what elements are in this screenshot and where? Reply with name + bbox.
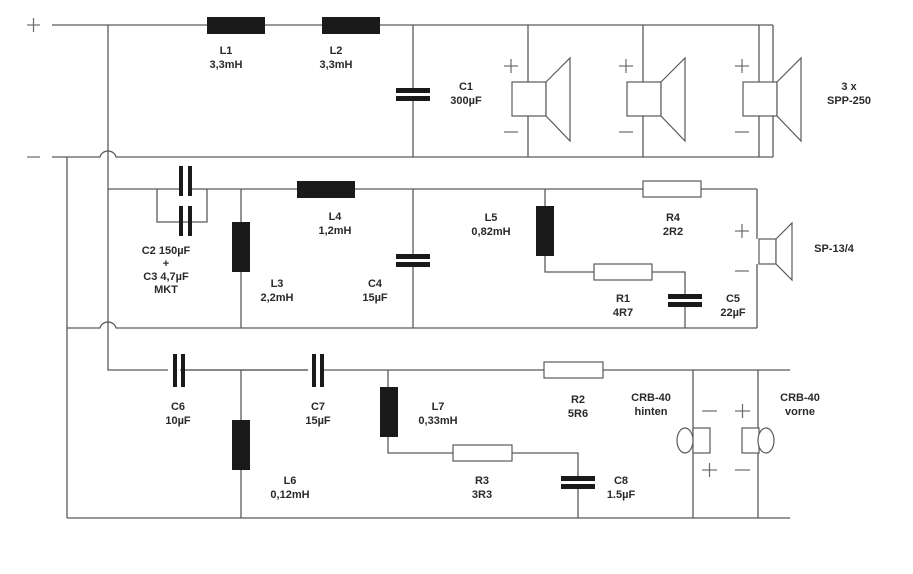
- svg-text:L3: L3: [271, 278, 284, 290]
- plus-icon: [504, 59, 518, 73]
- capacitor-C8: [512, 452, 595, 518]
- label-L6: L6 0,12mH: [270, 475, 309, 501]
- positive-terminal: [27, 18, 40, 32]
- svg-text:C5: C5: [726, 293, 740, 305]
- svg-text:L2: L2: [330, 45, 343, 57]
- svg-text:+: +: [163, 258, 169, 270]
- label-L1: L1 3,3mH: [209, 45, 242, 71]
- resistor-R4: [642, 180, 702, 198]
- label-C8: C8 1.5µF: [607, 475, 636, 501]
- svg-text:4R7: 4R7: [613, 307, 633, 319]
- resistor-R1: [593, 263, 653, 281]
- resistor-R3: [452, 444, 513, 462]
- svg-text:C6: C6: [171, 401, 185, 413]
- svg-text:R1: R1: [616, 293, 630, 305]
- svg-text:3,3mH: 3,3mH: [319, 59, 352, 71]
- label-R2: R2 5R6: [568, 394, 588, 420]
- svg-text:C7: C7: [311, 401, 325, 413]
- label-R1: R1 4R7: [613, 293, 633, 319]
- inductor-L4: [297, 181, 355, 198]
- svg-text:C2 150µF: C2 150µF: [142, 245, 191, 257]
- svg-text:L6: L6: [284, 475, 297, 487]
- svg-text:15µF: 15µF: [362, 292, 388, 304]
- svg-text:5R6: 5R6: [568, 408, 588, 420]
- svg-text:C4: C4: [368, 278, 383, 290]
- label-C1: C1 300µF: [450, 81, 482, 107]
- svg-text:L7: L7: [432, 401, 445, 413]
- svg-text:C8: C8: [614, 475, 628, 487]
- svg-text:C3 4,7µF: C3 4,7µF: [143, 271, 189, 283]
- plus-icon: [735, 404, 750, 418]
- svg-text:MKT: MKT: [154, 284, 178, 296]
- svg-text:R3: R3: [475, 475, 489, 487]
- inductor-L2: [322, 17, 380, 34]
- inductor-L6: [232, 370, 250, 518]
- inductor-L5: [536, 189, 594, 273]
- label-L3: L3 2,2mH: [260, 278, 293, 304]
- svg-text:L4: L4: [329, 211, 343, 223]
- capacitor-C5: [652, 271, 702, 328]
- plus-icon: [735, 59, 749, 73]
- label-C4: C4 15µF: [362, 278, 388, 304]
- svg-text:22µF: 22µF: [720, 307, 746, 319]
- label-R3: R3 3R3: [472, 475, 492, 501]
- svg-text:2R2: 2R2: [663, 226, 683, 238]
- svg-text:15µF: 15µF: [305, 415, 331, 427]
- midrange-speaker: [735, 189, 793, 328]
- svg-text:0,12mH: 0,12mH: [270, 489, 309, 501]
- tweeter-front: [735, 370, 775, 518]
- svg-text:3 x: 3 x: [841, 81, 857, 93]
- capacitor-C6: [173, 354, 308, 387]
- inductor-L1: [207, 17, 265, 34]
- svg-text:3R3: 3R3: [472, 489, 492, 501]
- svg-text:L5: L5: [485, 212, 498, 224]
- woofer-speaker-3: [735, 25, 802, 157]
- woofer-speaker-2: [619, 25, 686, 157]
- svg-text:C1: C1: [459, 81, 473, 93]
- svg-text:R2: R2: [571, 394, 585, 406]
- label-C6: C6 10µF: [165, 401, 191, 427]
- capacitor-C1: [396, 25, 430, 157]
- label-woofers: 3 x SPP-250: [827, 81, 871, 107]
- inductor-L7: [380, 370, 453, 454]
- svg-text:10µF: 10µF: [165, 415, 191, 427]
- svg-text:L1: L1: [220, 45, 233, 57]
- woofer-speaker-1: [504, 25, 571, 157]
- resistor-R2: [543, 361, 604, 379]
- label-midrange: SP-13/4: [814, 243, 855, 255]
- svg-text:300µF: 300µF: [450, 95, 482, 107]
- svg-text:CRB-40: CRB-40: [631, 392, 671, 404]
- plus-icon: [619, 59, 633, 73]
- label-L5: L5 0,82mH: [471, 212, 510, 238]
- label-tweeter-rear: CRB-40 hinten: [631, 392, 671, 418]
- label-C7: C7 15µF: [305, 401, 331, 427]
- label-L7: L7 0,33mH: [418, 401, 457, 427]
- plus-icon: [702, 463, 717, 477]
- label-R4: R4 2R2: [663, 212, 683, 238]
- svg-text:3,3mH: 3,3mH: [209, 59, 242, 71]
- tweeter-rear: [676, 370, 717, 518]
- svg-text:0,82mH: 0,82mH: [471, 226, 510, 238]
- capacitor-C2-C3-parallel: [156, 166, 208, 236]
- svg-text:CRB-40: CRB-40: [780, 392, 820, 404]
- svg-text:vorne: vorne: [785, 406, 815, 418]
- svg-text:R4: R4: [666, 212, 681, 224]
- svg-text:0,33mH: 0,33mH: [418, 415, 457, 427]
- capacitor-C4: [396, 189, 430, 328]
- svg-text:SPP-250: SPP-250: [827, 95, 871, 107]
- label-C2-C3: C2 150µF + C3 4,7µF MKT: [142, 245, 191, 296]
- label-L2: L2 3,3mH: [319, 45, 352, 71]
- label-C5: C5 22µF: [720, 293, 746, 319]
- capacitor-C7: [312, 354, 324, 387]
- label-tweeter-front: CRB-40 vorne: [780, 392, 820, 418]
- inductor-L3: [232, 189, 250, 328]
- label-L4: L4 1,2mH: [318, 211, 351, 237]
- plus-icon: [735, 224, 749, 238]
- svg-text:hinten: hinten: [635, 406, 668, 418]
- svg-text:1,2mH: 1,2mH: [318, 225, 351, 237]
- svg-text:1.5µF: 1.5µF: [607, 489, 636, 501]
- svg-text:2,2mH: 2,2mH: [260, 292, 293, 304]
